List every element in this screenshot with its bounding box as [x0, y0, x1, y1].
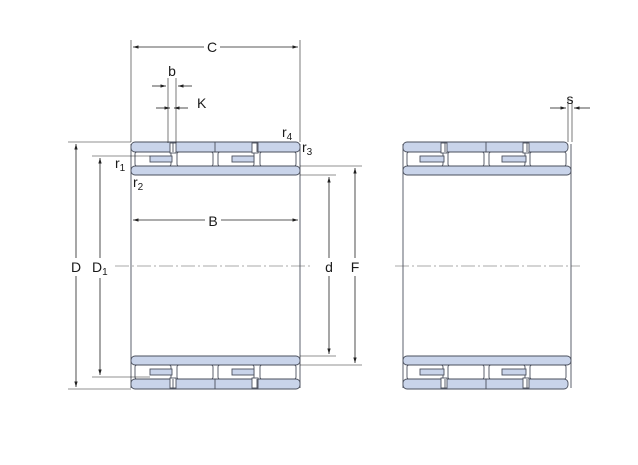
- lube-groove: [440, 142, 448, 154]
- label-d-outer: D: [71, 259, 81, 275]
- roller: [176, 364, 214, 380]
- left-view: C b K r4 r3 r1 r2 B D D1: [68, 38, 363, 390]
- inner-ring-top: [130, 165, 301, 176]
- bottom-section: [130, 355, 301, 390]
- cage: [149, 368, 173, 376]
- inner-ring-bottom: [130, 355, 301, 366]
- label-c: C: [207, 39, 217, 55]
- roller: [529, 151, 567, 167]
- cage: [149, 155, 173, 163]
- lube-groove: [522, 142, 530, 154]
- roller: [259, 364, 297, 380]
- cage: [231, 155, 255, 163]
- label-d-bore: d: [325, 259, 333, 275]
- lube-groove: [522, 377, 530, 389]
- label-r2: r2: [133, 174, 144, 193]
- cage: [419, 368, 445, 376]
- roller: [259, 151, 297, 167]
- cage: [419, 155, 445, 163]
- label-r3: r3: [302, 139, 313, 158]
- lube-groove: [251, 142, 259, 154]
- label-r1: r1: [115, 155, 126, 174]
- label-b: b: [168, 63, 176, 79]
- outer-ring-bottom: [130, 378, 301, 390]
- top-section: [130, 141, 301, 176]
- inner-ring-top: [402, 165, 572, 176]
- lube-groove: [440, 377, 448, 389]
- roller: [447, 364, 485, 380]
- label-f: F: [351, 259, 360, 275]
- inner-ring-bottom: [402, 355, 572, 366]
- right-view: s: [395, 91, 590, 390]
- cage: [231, 368, 255, 376]
- label-s: s: [567, 91, 574, 107]
- roller: [176, 151, 214, 167]
- roller: [447, 151, 485, 167]
- label-b-width: B: [208, 213, 217, 229]
- label-k: K: [197, 95, 207, 111]
- outer-ring-top: [402, 141, 569, 153]
- outer-ring-bottom: [402, 378, 569, 390]
- cage: [501, 368, 527, 376]
- cage: [501, 155, 527, 163]
- roller: [529, 364, 567, 380]
- label-r4: r4: [282, 124, 293, 143]
- outer-ring-top: [130, 141, 301, 153]
- lube-groove: [251, 377, 259, 389]
